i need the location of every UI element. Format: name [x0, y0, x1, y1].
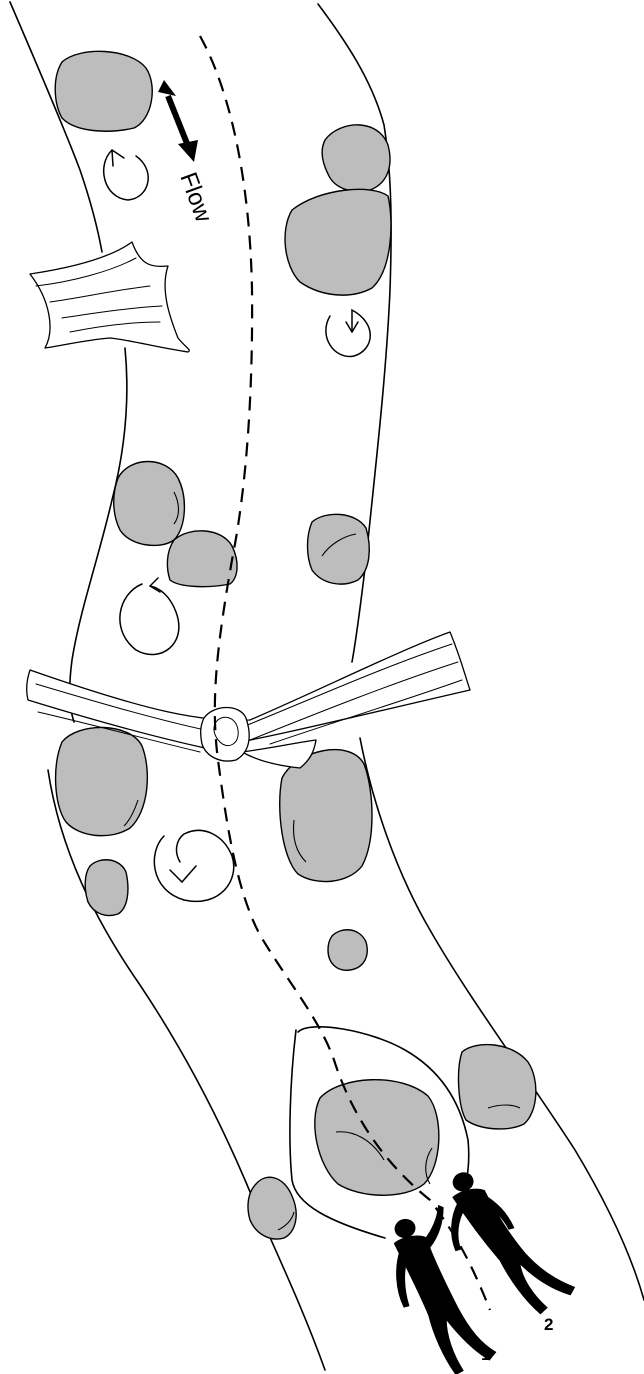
swimmer-silhouette-icon	[435, 1152, 579, 1332]
flow-direction-arrow-icon	[158, 80, 198, 162]
flow-label: Flow	[174, 169, 217, 226]
rock	[308, 514, 370, 584]
eddy-circulation-icon	[120, 584, 179, 655]
log-cross-section	[201, 708, 250, 762]
eddy-circulation-icon	[104, 150, 149, 200]
rock	[459, 1045, 536, 1129]
left-bank-middle	[70, 348, 127, 722]
eddy-circulation-icon	[326, 310, 370, 356]
rock	[248, 1177, 296, 1239]
rock	[167, 531, 237, 587]
eddy-circulation-icon	[154, 830, 233, 901]
swimmer-label-2: 2	[544, 1315, 553, 1334]
rock	[285, 189, 391, 295]
swimmer-label-1: 1	[481, 1345, 490, 1364]
log-upper-left	[30, 242, 189, 352]
rock	[322, 125, 390, 191]
rock	[56, 727, 148, 835]
rock	[328, 930, 367, 971]
flow-indicator: Flow	[158, 80, 217, 226]
rock	[315, 1080, 439, 1196]
rock	[280, 750, 372, 882]
rock	[85, 860, 128, 916]
left-bank-lower	[48, 770, 325, 1370]
rocks	[55, 51, 536, 1239]
rock	[55, 51, 152, 131]
rock	[114, 462, 185, 546]
